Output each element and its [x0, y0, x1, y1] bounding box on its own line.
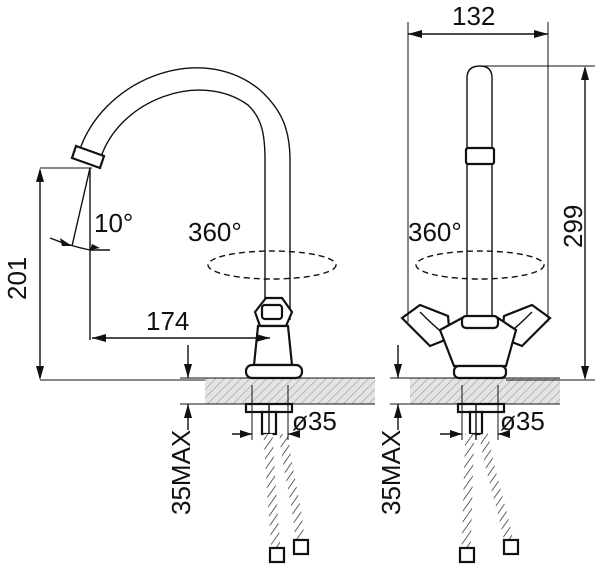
hole-label-right: ø35 — [500, 406, 545, 436]
spout-right — [466, 65, 493, 318]
right-view: 360° 132 299 ø35 35MAX — [376, 1, 595, 564]
height-label-201: 201 — [2, 257, 32, 300]
hose-right-1 — [461, 433, 475, 549]
hose-left-2 — [279, 433, 305, 549]
height-label-299: 299 — [558, 205, 588, 248]
aerator-right — [464, 146, 496, 166]
countertop-right — [410, 378, 560, 404]
rotation-label-right: 360° — [408, 217, 462, 247]
left-view: 360° 201 10° 174 ø35 — [2, 67, 375, 564]
angle-label: 10° — [94, 208, 133, 238]
hose-right-2 — [479, 433, 515, 549]
width-label-132: 132 — [452, 1, 495, 31]
base-left — [244, 363, 304, 380]
max-label-left: 35MAX — [166, 430, 196, 515]
reach-label-174: 174 — [146, 306, 189, 336]
spout-inner-left — [99, 89, 266, 320]
body-left — [252, 324, 294, 367]
base-right — [452, 364, 508, 380]
spout-outer-left — [77, 67, 291, 320]
rotation-label-left: 360° — [188, 217, 242, 247]
aerator-left — [70, 144, 106, 170]
countertop-left — [205, 378, 375, 404]
rotation-ellipse-left — [207, 250, 337, 280]
rotation-ellipse-right — [415, 250, 545, 280]
max-label-right: 35MAX — [376, 430, 406, 515]
hole-label-left: ø35 — [292, 406, 337, 436]
hose-left-1 — [263, 433, 281, 549]
